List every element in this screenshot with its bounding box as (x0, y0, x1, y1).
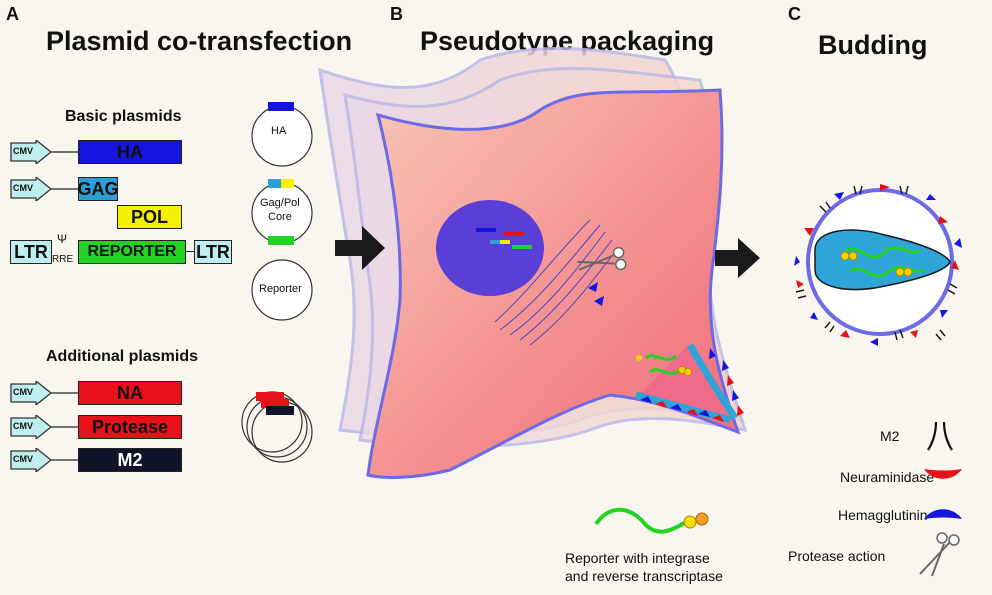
virion-core (814, 229, 951, 291)
budding-na-proteins (655, 375, 744, 422)
hemagglutinin-icon (924, 509, 962, 519)
cmv-label: CMV (13, 421, 33, 431)
virion-rna (848, 265, 925, 278)
legend-m2-label: M2 (880, 428, 900, 444)
protease-plasmid-marker (261, 399, 289, 408)
nucleus-pol-dna (500, 240, 510, 244)
enzyme-dot (895, 267, 905, 277)
circle-label-reporter: Reporter (259, 283, 302, 295)
panel-b-letter: B (390, 4, 403, 24)
reporter-gene-box: REPORTER (78, 240, 186, 264)
ha-protein-icon (588, 282, 598, 292)
cmv-label: CMV (13, 387, 33, 397)
nucleus-na-dna (504, 232, 524, 236)
circle-label-core: Core (268, 211, 292, 223)
budding-core-membrane (635, 391, 731, 424)
enzyme-dot (848, 251, 858, 261)
ltr-right-box: LTR (194, 240, 232, 264)
basic-plasmids-title: Basic plasmids (65, 108, 182, 125)
cmv-label: CMV (13, 146, 33, 156)
enzyme-dot (840, 251, 850, 261)
reporter-caption-line2: and reverse transcriptase (565, 568, 723, 584)
enzyme-dot (636, 355, 642, 361)
additional-plasmids-title: Additional plasmids (46, 348, 199, 365)
budding-ha-proteins (640, 348, 739, 417)
protease-gene-box: Protease (78, 415, 182, 439)
scissors-icon (577, 246, 627, 271)
ha-protein-icon (594, 296, 604, 306)
circle-label-ha: HA (271, 125, 287, 137)
reporter-plasmid-marker (268, 236, 294, 245)
virion-m2-channels (795, 185, 958, 341)
protease-scissors-icon (919, 532, 960, 577)
reporter-rna-icon (594, 507, 709, 534)
virion-na-proteins (796, 184, 959, 338)
gag-gene-box: GAG (78, 177, 119, 201)
na-plasmid-marker (256, 392, 284, 401)
virion-ha-proteins (794, 192, 962, 346)
pol-gene-box: POL (117, 205, 182, 229)
cell-membrane (366, 88, 741, 479)
gag-plasmid-marker (268, 179, 281, 188)
virion-rna (843, 246, 921, 259)
na-gene-box: NA (78, 381, 182, 405)
enzyme-dot (684, 368, 692, 376)
arrow-to-cell-icon (335, 226, 385, 270)
virion (794, 184, 962, 346)
endoplasmic-reticulum (494, 219, 619, 346)
panel-a-letter: A (6, 4, 19, 24)
cmv-label: CMV (13, 454, 33, 464)
ha-plasmid-marker (268, 102, 294, 111)
enzyme-dot (903, 267, 913, 277)
budding-rna (649, 368, 681, 375)
nucleus-gag-dna (490, 240, 500, 244)
m2-gene-box: M2 (78, 448, 182, 472)
nucleus-ha-dna (476, 228, 496, 232)
circular-plasmids (241, 102, 313, 463)
panel-c-letter: C (788, 4, 801, 24)
circle-label-gagpol: Gag/Pol (260, 197, 300, 209)
cmv-label: CMV (13, 183, 33, 193)
neuraminidase-icon (924, 469, 962, 479)
psi-label: Ψ (57, 232, 68, 246)
nucleus-reporter-dna (512, 245, 532, 249)
panel-a-title: Plasmid co-transfection (46, 26, 353, 56)
arrow-to-budding-icon (715, 238, 760, 278)
legend-protease-label: Protease action (788, 548, 886, 564)
legend-neuraminidase-label: Neuraminidase (840, 469, 935, 485)
legend-hemagglutinin-label: Hemagglutinin (838, 507, 928, 523)
m2-icon (927, 421, 953, 451)
reporter-caption-line1: Reporter with integrase (565, 550, 710, 566)
nucleus (436, 200, 544, 296)
ha-gene-box: HA (78, 140, 182, 164)
pol-plasmid-marker (281, 179, 294, 188)
reporter-plasmid-circle (251, 259, 313, 321)
panel-c-title: Budding (818, 30, 928, 60)
connector-line (186, 251, 194, 252)
budding-core-membrane (686, 343, 738, 420)
m2-plasmid-marker (266, 406, 294, 415)
budding-rna (645, 354, 677, 361)
rre-label: RRE (52, 254, 74, 265)
ltr-left-box: LTR (10, 240, 52, 264)
